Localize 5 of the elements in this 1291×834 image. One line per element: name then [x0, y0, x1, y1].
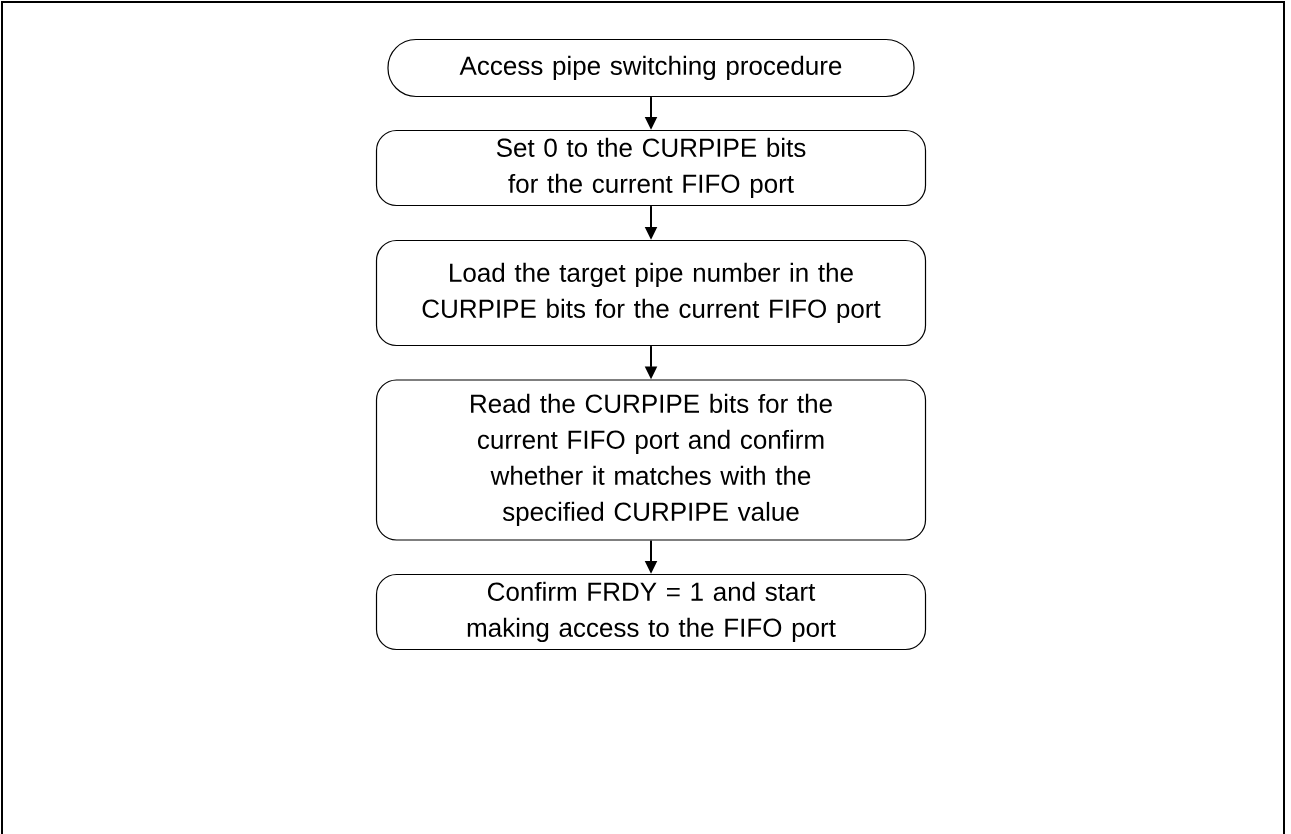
terminal-box: Access pipe switching procedure: [387, 38, 915, 98]
process-box: Set 0 to the CURPIPE bits for the current FIFO port: [375, 129, 927, 207]
process-box: Read the CURPIPE bits for the current FIFO port and confirm whether it matches with the specified CURPIPE value: [375, 379, 927, 541]
process-box: Confirm FRDY = 1 and start making access to the FIFO port: [375, 573, 927, 651]
process-box: Load the target pipe number in the CURPIPE bits for the current FIFO port: [375, 239, 927, 347]
